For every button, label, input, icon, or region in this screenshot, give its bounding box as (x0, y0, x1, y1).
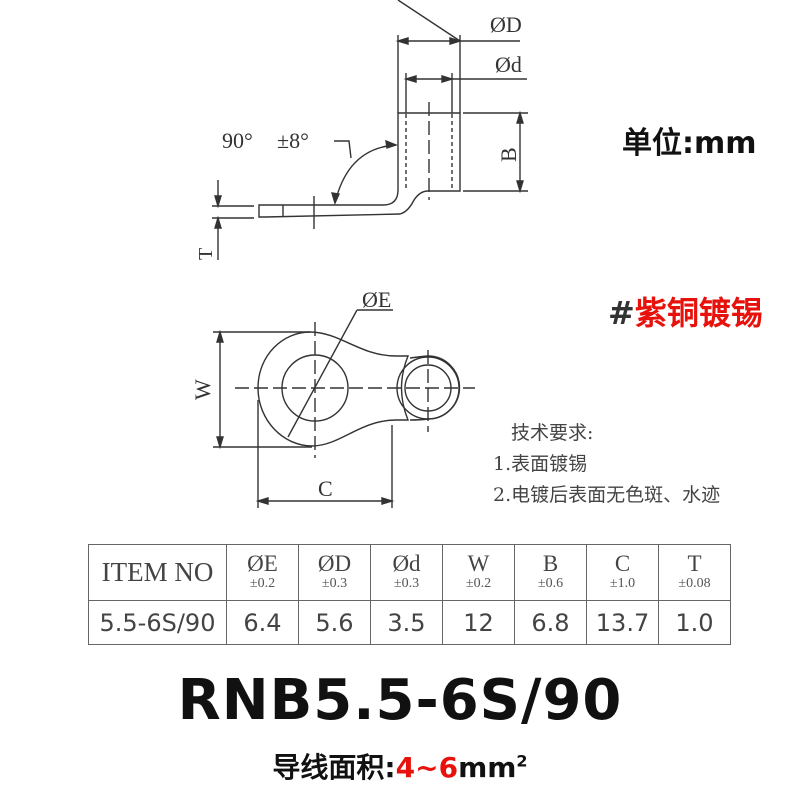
svg-text:ØD: ØD (490, 12, 522, 37)
svg-text:C: C (318, 476, 333, 501)
requirements-title: 技术要求: (511, 422, 594, 444)
value-cell: 6.4 (226, 600, 299, 645)
wire-area-label: 导线面积:4~6mm2 (0, 746, 800, 786)
requirement-item: 2.电镀后表面无色斑、水迹 (493, 484, 721, 506)
col-header-d: Ød±0.3 (370, 544, 443, 601)
value-cell: 13.7 (586, 600, 659, 645)
unit-label: 单位:mm (622, 126, 757, 161)
value-cell: 3.5 (370, 600, 443, 645)
col-header-C: C±1.0 (586, 544, 659, 601)
requirement-item: 1.表面镀锡 (493, 453, 588, 475)
svg-text:ØE: ØE (362, 287, 391, 312)
material-label: #紫铜镀锡 (608, 288, 763, 334)
svg-text:Ød: Ød (495, 52, 522, 77)
wire-area-prefix: 导线面积: (272, 751, 396, 784)
material-text: 紫铜镀锡 (634, 294, 763, 332)
svg-text:W: W (190, 379, 215, 400)
value-cell: 1.0 (658, 600, 731, 645)
value-cell: 12 (442, 600, 515, 645)
col-header-W: W±0.2 (442, 544, 515, 601)
table-row: 5.5-6S/90 6.4 5.6 3.5 12 6.8 13.7 1.0 (88, 600, 731, 645)
wire-area-sup: 2 (516, 751, 528, 771)
col-header-T: T±0.08 (658, 544, 731, 601)
side-view-drawing: 90° ±8° ØD Ød B T ØE W C (190, 0, 528, 508)
col-header-B: B±0.6 (514, 544, 587, 601)
svg-text:B: B (496, 147, 521, 162)
value-cell: 5.6 (298, 600, 371, 645)
col-header-D: ØD±0.3 (298, 544, 371, 601)
table-header-row: ITEM NO ØE±0.2 ØD±0.3 Ød±0.3 W±0.2 B±0.6… (88, 544, 731, 601)
col-header-E: ØE±0.2 (226, 544, 299, 601)
item-no-cell: 5.5-6S/90 (88, 600, 227, 645)
svg-text:T: T (195, 248, 217, 260)
value-cell: 6.8 (514, 600, 587, 645)
model-name: RNB5.5-6S/90 (177, 668, 623, 733)
svg-text:90°: 90° (222, 128, 253, 153)
material-hash: # (608, 294, 635, 332)
item-no-header: ITEM NO (88, 544, 227, 601)
wire-area-range: 4~6 (395, 751, 459, 784)
technical-requirements: 技术要求: 1.表面镀锡 2.电镀后表面无色斑、水迹 (493, 418, 720, 511)
wire-area-unit: mm (458, 751, 517, 784)
svg-text:±8°: ±8° (277, 128, 309, 153)
spec-table: ITEM NO ØE±0.2 ØD±0.3 Ød±0.3 W±0.2 B±0.6… (88, 544, 731, 645)
